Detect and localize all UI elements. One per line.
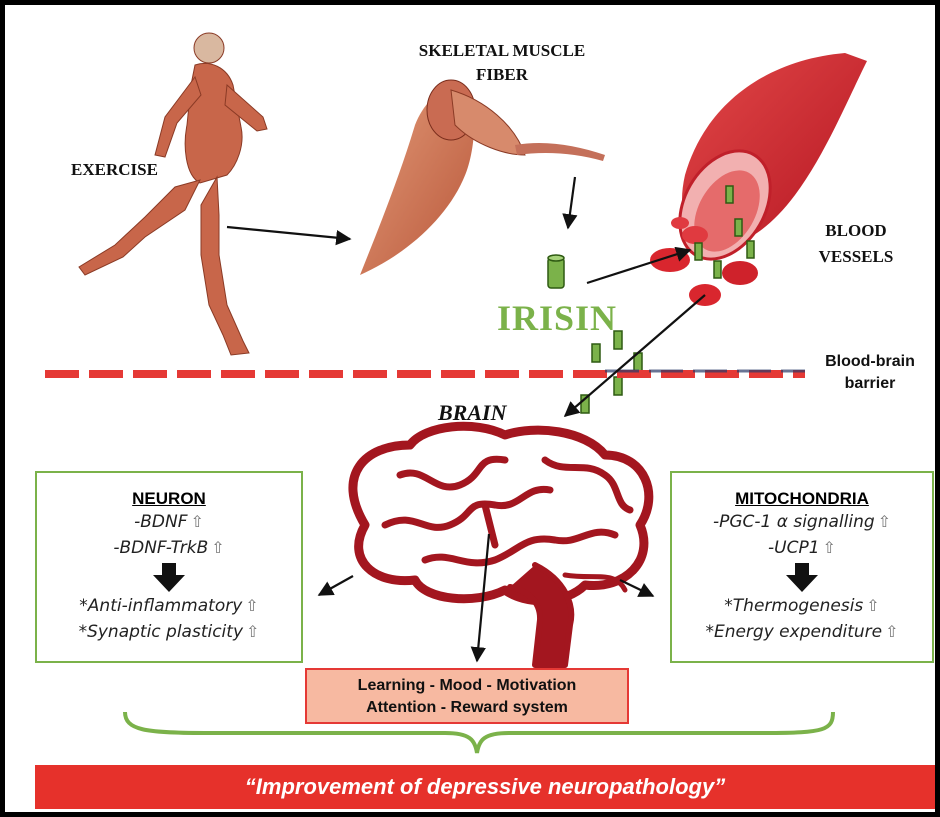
conclusion-banner: “Improvement of depressive neuropatholog…	[35, 765, 935, 809]
up-arrow-icon: ⇧	[885, 622, 898, 641]
mito-item2-text: -UCP1	[768, 538, 820, 558]
blood-vessels-label: BLOOD VESSELS	[801, 218, 911, 270]
mitochondria-box: MITOCHONDRIA -PGC-1 α signalling⇧ -UCP1⇧…	[670, 471, 934, 663]
up-arrow-icon: ⇧	[878, 512, 891, 531]
neuron-item-trkb: -BDNF-TrkB⇧	[37, 535, 301, 561]
up-arrow-icon: ⇧	[211, 538, 224, 557]
blood-vessels-label-line2: VESSELS	[801, 244, 911, 270]
up-arrow-icon: ⇧	[823, 538, 836, 557]
bbb-label-line2: barrier	[811, 373, 929, 395]
mito-item-pgc1: -PGC-1 α signalling⇧	[672, 509, 932, 535]
mito-effect-thermogenesis: *Thermogenesis⇧	[672, 593, 932, 619]
blood-brain-barrier-line	[45, 371, 805, 374]
neuron-item1-text: -BDNF	[134, 512, 187, 532]
outcomes-line2: Attention - Reward system	[307, 697, 627, 719]
irisin-label: IRISIN	[497, 297, 617, 339]
bbb-label-line1: Blood-brain	[811, 351, 929, 373]
outcomes-box: Learning - Mood - Motivation Attention -…	[305, 668, 629, 724]
mitochondria-title: MITOCHONDRIA	[672, 489, 932, 509]
skeletal-muscle-label-line2: FIBER	[397, 63, 607, 87]
brain-icon	[353, 426, 649, 665]
neuron-box: NEURON -BDNF⇧ -BDNF-TrkB⇧ *Anti-inflamma…	[35, 471, 303, 663]
exercise-label: EXERCISE	[71, 160, 158, 180]
down-arrow-icon	[785, 563, 819, 593]
blood-vessels-label-line1: BLOOD	[801, 218, 911, 244]
mito-effect2-text: *Energy expenditure	[705, 622, 882, 642]
neuron-effect2-text: *Synaptic plasticity	[79, 622, 243, 642]
skeletal-muscle-label-line1: SKELETAL MUSCLE	[397, 39, 607, 63]
brain-label: BRAIN	[438, 400, 506, 426]
skeletal-muscle-label: SKELETAL MUSCLE FIBER	[397, 39, 607, 87]
neuron-effect-antiinflammatory: *Anti-inflammatory⇧	[37, 593, 301, 619]
mito-item-ucp1: -UCP1⇧	[672, 535, 932, 561]
muscle-fiber-icon	[360, 80, 605, 275]
mito-item1-text: -PGC-1 α signalling	[713, 512, 875, 532]
neuron-title: NEURON	[37, 489, 301, 509]
outcomes-line1: Learning - Mood - Motivation	[307, 675, 627, 697]
neuron-item-bdnf: -BDNF⇧	[37, 509, 301, 535]
neuron-effect1-text: *Anti-inflammatory	[79, 596, 242, 616]
up-arrow-icon: ⇧	[246, 622, 259, 641]
mito-effect-energy: *Energy expenditure⇧	[672, 619, 932, 645]
down-arrow-icon	[152, 563, 186, 593]
mito-effect1-text: *Thermogenesis	[724, 596, 863, 616]
neuron-effect-synaptic: *Synaptic plasticity⇧	[37, 619, 301, 645]
blood-brain-barrier-label: Blood-brain barrier	[811, 351, 929, 395]
up-arrow-icon: ⇧	[245, 596, 258, 615]
neuron-item2-text: -BDNF-TrkB	[113, 538, 208, 558]
up-arrow-icon: ⇧	[190, 512, 203, 531]
up-arrow-icon: ⇧	[866, 596, 879, 615]
running-figure-icon	[79, 33, 267, 355]
